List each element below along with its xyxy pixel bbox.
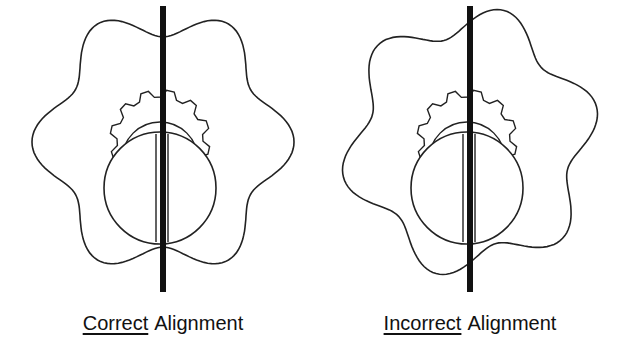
knob-correct: [32, 6, 294, 292]
caption-line: IncorrectAlignment: [384, 312, 557, 335]
caption-emphasis: Incorrect: [384, 312, 462, 334]
knob-incorrect: [343, 6, 598, 292]
caption-text: Alignment: [467, 312, 556, 334]
caption-emphasis: Correct: [83, 312, 149, 334]
caption-line: CorrectAlignment: [83, 312, 244, 335]
alignment-bar: [160, 6, 166, 292]
caption-text: Alignment: [154, 312, 243, 334]
alignment-bar: [467, 6, 473, 292]
